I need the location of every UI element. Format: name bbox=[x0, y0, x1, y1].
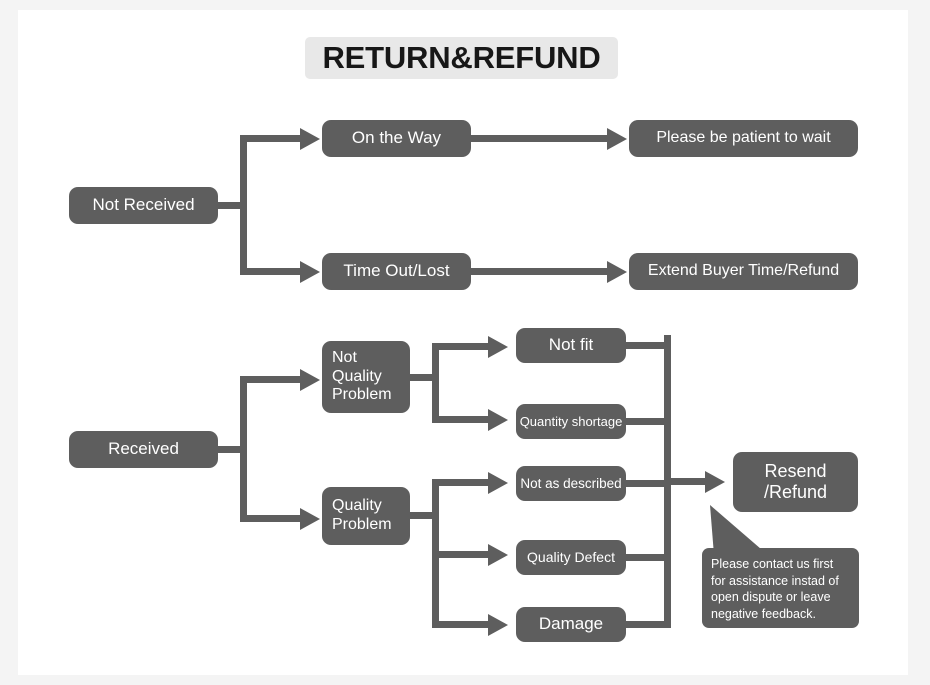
arrow-on-the-way bbox=[300, 128, 320, 150]
node-quantity-shortage-label: Quantity shortage bbox=[519, 413, 623, 429]
connector-not-received-split bbox=[240, 135, 247, 275]
connector-time-out-to-outcome bbox=[470, 268, 615, 275]
node-not-as-described-label: Not as described bbox=[520, 475, 622, 491]
node-not-as-described[interactable]: Not as described bbox=[516, 466, 626, 501]
node-time-out-lost[interactable]: Time Out/Lost bbox=[322, 253, 471, 290]
node-received[interactable]: Received bbox=[69, 431, 218, 468]
node-please-be-patient-label: Please be patient to wait bbox=[656, 129, 831, 147]
arrow-extend-buyer-time bbox=[607, 261, 627, 283]
node-quality-defect[interactable]: Quality Defect bbox=[516, 540, 626, 575]
connector-not-fit-out bbox=[624, 342, 671, 349]
node-please-be-patient[interactable]: Please be patient to wait bbox=[629, 120, 858, 157]
connector-to-quality-defect bbox=[432, 551, 494, 558]
connector-not-as-described-out bbox=[624, 480, 671, 487]
callout-text: Please contact us first for assistance i… bbox=[711, 557, 839, 621]
arrow-not-fit bbox=[488, 336, 508, 358]
arrow-quantity-shortage bbox=[488, 409, 508, 431]
connector-to-quantity-shortage bbox=[432, 416, 494, 423]
node-resend-refund[interactable]: Resend /Refund bbox=[733, 452, 858, 512]
connector-received-stub bbox=[216, 446, 244, 453]
arrow-resend-refund bbox=[705, 471, 725, 493]
connector-damage-out bbox=[624, 621, 671, 628]
connector-to-resend-refund bbox=[664, 478, 712, 485]
node-quality-problem[interactable]: Quality Problem bbox=[322, 487, 410, 545]
node-damage[interactable]: Damage bbox=[516, 607, 626, 642]
connector-qp-stub bbox=[408, 512, 438, 519]
connector-nqp-stub bbox=[408, 374, 438, 381]
connector-time-out-lost bbox=[240, 268, 306, 275]
arrow-damage bbox=[488, 614, 508, 636]
arrow-not-quality-problem bbox=[300, 369, 320, 391]
arrow-please-be-patient bbox=[607, 128, 627, 150]
node-not-received-label: Not Received bbox=[92, 195, 195, 215]
connector-quantity-shortage-out bbox=[624, 418, 671, 425]
node-extend-buyer-time[interactable]: Extend Buyer Time/Refund bbox=[629, 253, 858, 290]
node-on-the-way-label: On the Way bbox=[351, 128, 442, 148]
node-received-label: Received bbox=[108, 439, 179, 459]
node-not-fit[interactable]: Not fit bbox=[516, 328, 626, 363]
connector-on-the-way bbox=[240, 135, 306, 142]
node-extend-buyer-time-label: Extend Buyer Time/Refund bbox=[647, 262, 840, 280]
node-damage-label: Damage bbox=[538, 614, 604, 634]
node-not-quality-problem[interactable]: Not Quality Problem bbox=[322, 341, 410, 413]
node-not-quality-problem-label: Not Quality Problem bbox=[332, 348, 392, 404]
node-quantity-shortage[interactable]: Quantity shortage bbox=[516, 404, 626, 439]
connector-quality-defect-out bbox=[624, 554, 671, 561]
arrow-quality-defect bbox=[488, 544, 508, 566]
connector-to-not-fit bbox=[432, 343, 494, 350]
connector-to-not-quality-problem bbox=[240, 376, 306, 383]
arrow-not-as-described bbox=[488, 472, 508, 494]
page-title: RETURN&REFUND bbox=[305, 37, 618, 79]
connector-to-quality-problem bbox=[240, 515, 306, 522]
arrow-quality-problem bbox=[300, 508, 320, 530]
node-quality-defect-label: Quality Defect bbox=[527, 549, 615, 566]
callout-box: Please contact us first for assistance i… bbox=[702, 548, 859, 628]
arrow-time-out-lost bbox=[300, 261, 320, 283]
node-time-out-lost-label: Time Out/Lost bbox=[343, 261, 450, 281]
connector-received-split bbox=[240, 376, 247, 522]
node-on-the-way[interactable]: On the Way bbox=[322, 120, 471, 157]
callout-tail-icon bbox=[710, 505, 768, 555]
connector-to-damage bbox=[432, 621, 494, 628]
page-title-text: RETURN&REFUND bbox=[322, 40, 601, 75]
node-resend-refund-label: Resend /Refund bbox=[763, 460, 828, 502]
connector-to-not-as-described bbox=[432, 479, 494, 486]
connector-not-received-stub bbox=[216, 202, 244, 209]
node-quality-problem-label: Quality Problem bbox=[332, 497, 392, 533]
connector-on-the-way-to-outcome bbox=[470, 135, 615, 142]
connector-nqp-split bbox=[432, 343, 439, 423]
node-not-received[interactable]: Not Received bbox=[69, 187, 218, 224]
node-not-fit-label: Not fit bbox=[548, 335, 594, 355]
